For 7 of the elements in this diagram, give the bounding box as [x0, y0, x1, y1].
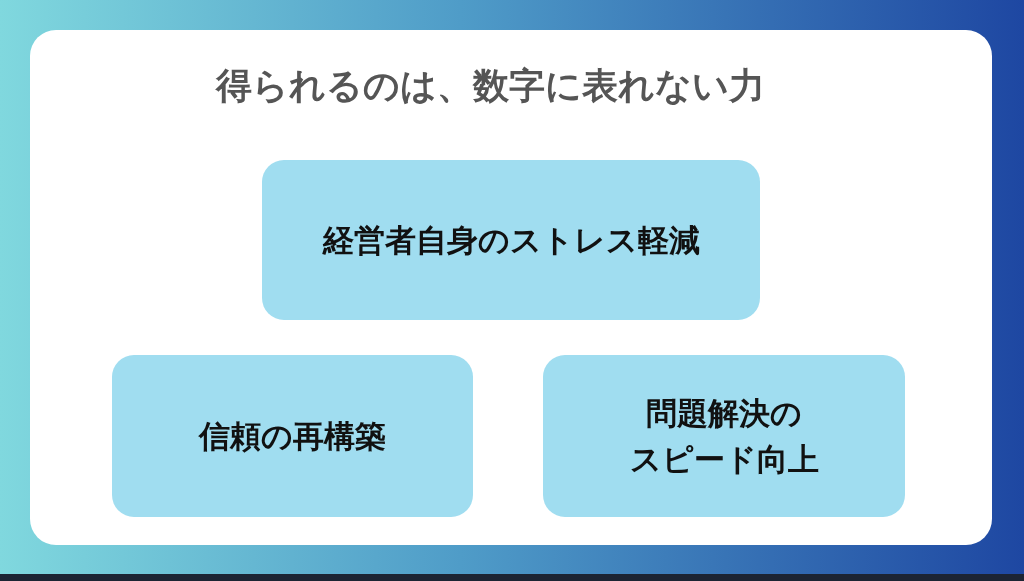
box-label: 経営者自身のストレス軽減 [322, 221, 700, 260]
box-label: 信頼の再構築 [199, 417, 386, 456]
text-box [543, 355, 905, 517]
text-box [262, 160, 760, 320]
title: 得られるのは、数字に表れない力 [214, 64, 766, 108]
text-box [112, 355, 473, 517]
box-label: 問題解決のスピード向上 [628, 394, 820, 479]
